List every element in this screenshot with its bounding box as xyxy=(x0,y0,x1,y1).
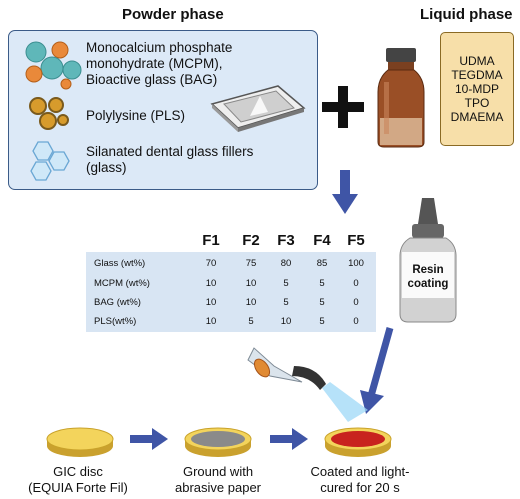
table-cell: 5 xyxy=(319,316,325,327)
table-cell: 5 xyxy=(319,278,325,289)
caption-line: Coated and light- xyxy=(310,464,410,479)
table-cell: 10 xyxy=(245,278,257,289)
table-cell: 10 xyxy=(205,297,217,308)
polylysine-label: Polylysine (PLS) xyxy=(86,108,186,123)
step-caption-coated: Coated and light- cured for 20 s xyxy=(290,464,430,496)
liquid-vial-icon xyxy=(377,48,425,148)
coated-disc-icon xyxy=(324,427,392,457)
table-cell: 10 xyxy=(280,316,292,327)
table-row-label: Glass (wt%) xyxy=(94,258,146,269)
table-cell: 0 xyxy=(353,316,359,327)
table-cell: 0 xyxy=(353,278,359,289)
caption-line: abrasive paper xyxy=(175,480,261,495)
table-cell: 10 xyxy=(205,278,217,289)
liquid-component: TEGDMA xyxy=(451,68,503,82)
down-arrow xyxy=(332,170,358,214)
resin-label-line: coating xyxy=(407,278,449,290)
resin-to-disc-arrow xyxy=(360,327,394,414)
table-cell: 75 xyxy=(245,258,257,269)
table-cell: 5 xyxy=(283,297,289,308)
table-cell: 5 xyxy=(319,297,325,308)
mcpm-bag-particles-icon xyxy=(25,41,82,90)
caption-line: cured for 20 s xyxy=(320,480,400,495)
table-cell: 5 xyxy=(283,278,289,289)
caption-line: GIC disc xyxy=(53,464,103,479)
process-arrow xyxy=(270,428,308,450)
step-caption-gic-disc: GIC disc (EQUIA Forte Fil) xyxy=(8,464,148,496)
liquid-components-box: UDMA TEGDMA 10-MDP TPO DMAEMA xyxy=(440,32,514,146)
table-row-label: PLS(wt%) xyxy=(94,316,137,327)
resin-bottle-icon xyxy=(399,198,457,323)
table-cell: 5 xyxy=(248,316,254,327)
resin-coating-label: Resin coating xyxy=(402,263,454,291)
table-header: F5 xyxy=(347,232,365,249)
polylysine-particles-icon xyxy=(29,97,69,130)
table-cell: 70 xyxy=(205,258,217,269)
table-header: F4 xyxy=(313,232,331,249)
process-arrow xyxy=(130,428,168,450)
formulation-table-bg xyxy=(86,252,376,332)
table-header: F1 xyxy=(202,232,220,249)
table-header: F3 xyxy=(277,232,295,249)
liquid-component: UDMA xyxy=(459,54,495,68)
curing-light-icon xyxy=(247,347,368,422)
liquid-component: DMAEMA xyxy=(450,110,504,124)
table-cell: 10 xyxy=(205,316,217,327)
weighing-tray-icon xyxy=(210,85,306,132)
liquid-phase-title: Liquid phase xyxy=(420,6,513,23)
step-caption-ground: Ground with abrasive paper xyxy=(148,464,288,496)
glass-fillers-icon xyxy=(30,141,70,181)
powder-phase-title: Powder phase xyxy=(122,6,224,23)
liquid-component: TPO xyxy=(464,96,490,110)
mcpm-bag-label: Monocalcium phosphate monohydrate (MCPM)… xyxy=(86,40,233,87)
caption-line: (EQUIA Forte Fil) xyxy=(28,480,128,495)
ground-disc-icon xyxy=(184,427,252,457)
plus-icon xyxy=(322,86,364,128)
table-cell: 0 xyxy=(353,297,359,308)
liquid-component: 10-MDP xyxy=(454,82,499,96)
table-cell: 100 xyxy=(348,258,364,269)
table-row-label: MCPM (wt%) xyxy=(94,278,150,289)
caption-line: Ground with xyxy=(182,464,254,479)
gic-disc-icon xyxy=(46,427,114,457)
table-cell: 85 xyxy=(316,258,328,269)
resin-label-line: Resin xyxy=(412,264,444,276)
glass-fillers-label: Silanated dental glass fillers (glass) xyxy=(86,144,254,175)
table-header: F2 xyxy=(242,232,260,249)
table-cell: 80 xyxy=(280,258,292,269)
table-cell: 10 xyxy=(245,297,257,308)
table-row-label: BAG (wt%) xyxy=(94,297,141,308)
